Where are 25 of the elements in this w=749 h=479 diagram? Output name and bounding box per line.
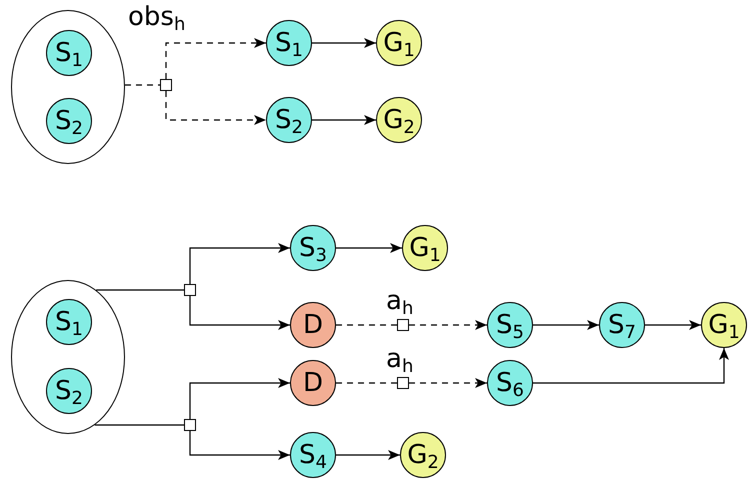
dashed-arrow (409, 378, 487, 388)
arrow (336, 243, 402, 253)
group-ellipse (11, 10, 125, 164)
group-ellipse (11, 280, 125, 434)
arrow (533, 348, 729, 384)
arrow (533, 320, 599, 330)
arrow (189, 243, 290, 284)
arrow (189, 378, 290, 419)
junction-square (160, 79, 172, 91)
dashed-arrow (165, 91, 266, 125)
arrow (312, 115, 376, 125)
dashed-arrow (409, 320, 487, 330)
arrow (645, 320, 701, 330)
junction-square (397, 377, 409, 389)
junction-square (184, 284, 196, 296)
dashed-arrow (165, 38, 266, 79)
arrow (312, 38, 376, 48)
arrow (189, 431, 290, 460)
label-text: obs$_{h}$ (128, 4, 186, 30)
junction-square (184, 419, 196, 431)
arrow (336, 450, 400, 460)
arrow (189, 296, 290, 330)
label-text: a$_{h}$ (386, 346, 414, 372)
junction-square (397, 319, 409, 331)
label-text: a$_{h}$ (386, 288, 414, 314)
